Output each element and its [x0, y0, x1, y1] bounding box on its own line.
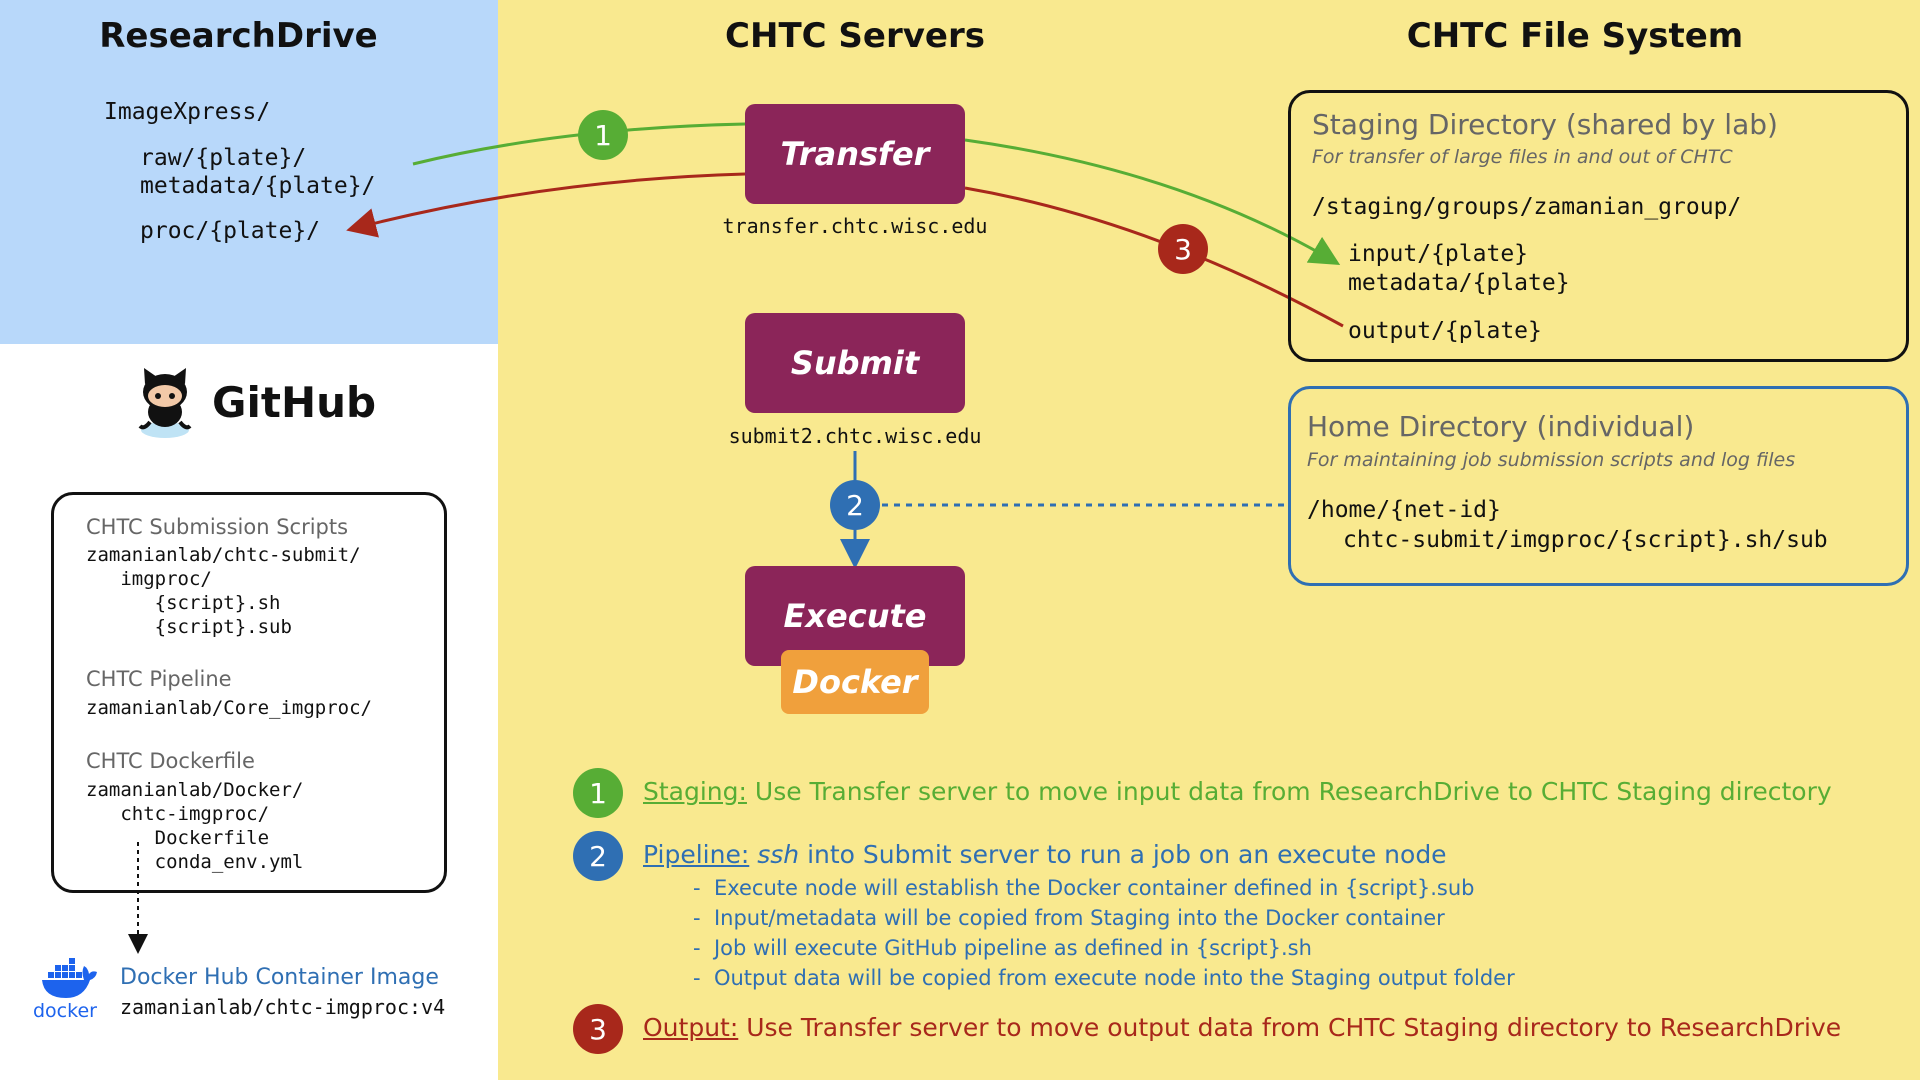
- github-logo-text: GitHub: [212, 378, 377, 427]
- researchdrive-metadata: metadata/{plate}/: [140, 173, 376, 199]
- output-arrow-out: [346, 172, 746, 238]
- researchdrive-raw: raw/{plate}/: [140, 145, 307, 171]
- transfer-server-box: Transfer: [745, 104, 965, 204]
- pipeline-code: zamanianlab/Core_imgproc/: [86, 697, 372, 719]
- execute-server-box: Execute: [745, 566, 965, 666]
- staging-title: Staging Directory (shared by lab): [1312, 108, 1778, 141]
- staging-directory-box: [1288, 90, 1909, 362]
- dockerfile-code: zamanianlab/Docker/ chtc-imgproc/ Docker…: [86, 779, 304, 873]
- servers-title: CHTC Servers: [725, 16, 985, 56]
- pipeline-bullet-text: Job will execute GitHub pipeline as defi…: [713, 936, 1312, 960]
- step-1-badge: 1: [578, 110, 628, 160]
- step-2-badge: 2: [830, 480, 880, 530]
- home-script-path: chtc-submit/imgproc/{script}.sh/sub: [1343, 527, 1828, 553]
- docker-whale-icon: [40, 958, 98, 1000]
- legend-staging-text: Use Transfer server to move input data f…: [754, 777, 1832, 806]
- home-title: Home Directory (individual): [1307, 410, 1695, 443]
- researchdrive-proc: proc/{plate}/: [140, 218, 321, 244]
- legend-3-badge: 3: [573, 1004, 623, 1054]
- github-repos-box: [51, 492, 447, 893]
- github-panel: [0, 344, 498, 1080]
- researchdrive-panel: [0, 0, 498, 344]
- staging-arrow-in: [412, 122, 746, 166]
- legend-2-badge: 2: [573, 831, 623, 881]
- transfer-host: transfer.chtc.wisc.edu: [722, 214, 988, 238]
- pipeline-label: CHTC Pipeline: [86, 667, 232, 691]
- dockerfile-label: CHTC Dockerfile: [86, 749, 255, 773]
- home-directory-box: [1288, 386, 1909, 586]
- home-subtitle: For maintaining job submission scripts a…: [1307, 449, 1796, 471]
- dockerhub-image: zamanianlab/chtc-imgproc:v4: [120, 995, 446, 1019]
- legend-1-badge: 1: [573, 768, 623, 818]
- docker-logo-text: docker: [33, 1000, 97, 1022]
- researchdrive-root: ImageXpress/: [104, 99, 271, 125]
- legend-output-text: Use Transfer server to move output data …: [746, 1013, 1842, 1042]
- home-path: /home/{net-id}: [1307, 497, 1501, 523]
- staging-path: /staging/groups/zamanian_group/: [1312, 194, 1742, 220]
- step-3-badge: 3: [1158, 224, 1208, 274]
- github-octocat-icon: [130, 368, 200, 440]
- legend-pipeline-key: Pipeline:: [643, 840, 750, 869]
- legend-staging: Staging: Use Transfer server to move inp…: [643, 777, 1832, 806]
- legend-staging-key: Staging:: [643, 777, 747, 806]
- output-arrow-in: [964, 186, 1344, 328]
- pipeline-bullet-text: Execute node will establish the Docker c…: [713, 876, 1475, 900]
- submission-scripts-label: CHTC Submission Scripts: [86, 515, 349, 539]
- legend-output-key: Output:: [643, 1013, 739, 1042]
- dockerhub-label: Docker Hub Container Image: [120, 965, 439, 990]
- pipeline-bullet-text: Output data will be copied from execute …: [713, 966, 1515, 990]
- staging-input: input/{plate}: [1348, 241, 1529, 267]
- legend-pipeline-text: into Submit server to run a job on an ex…: [807, 840, 1447, 869]
- staging-output: output/{plate}: [1348, 318, 1542, 344]
- pipeline-bullet: - Job will execute GitHub pipeline as de…: [693, 936, 1312, 960]
- pipeline-bullet: - Execute node will establish the Docker…: [693, 876, 1475, 900]
- pipeline-bullet: - Output data will be copied from execut…: [693, 966, 1515, 990]
- researchdrive-title: ResearchDrive: [99, 16, 378, 56]
- staging-arrow-out: [964, 138, 1341, 266]
- legend-pipeline: Pipeline: ssh into Submit server to run …: [643, 840, 1447, 869]
- pipeline-bullet-text: Input/metadata will be copied from Stagi…: [713, 906, 1445, 930]
- submission-scripts-code: zamanianlab/chtc-submit/ imgproc/ {scrip…: [86, 544, 361, 638]
- pipeline-bullet: - Input/metadata will be copied from Sta…: [693, 906, 1445, 930]
- filesystem-title: CHTC File System: [1406, 16, 1744, 56]
- staging-subtitle: For transfer of large files in and out o…: [1312, 146, 1733, 168]
- submit-server-box: Submit: [745, 313, 965, 413]
- legend-output: Output: Use Transfer server to move outp…: [643, 1013, 1841, 1042]
- submit-host: submit2.chtc.wisc.edu: [728, 424, 982, 448]
- staging-metadata: metadata/{plate}: [1348, 270, 1570, 296]
- docker-container-box: Docker: [781, 650, 929, 714]
- legend-pipeline-ssh: ssh: [757, 840, 800, 869]
